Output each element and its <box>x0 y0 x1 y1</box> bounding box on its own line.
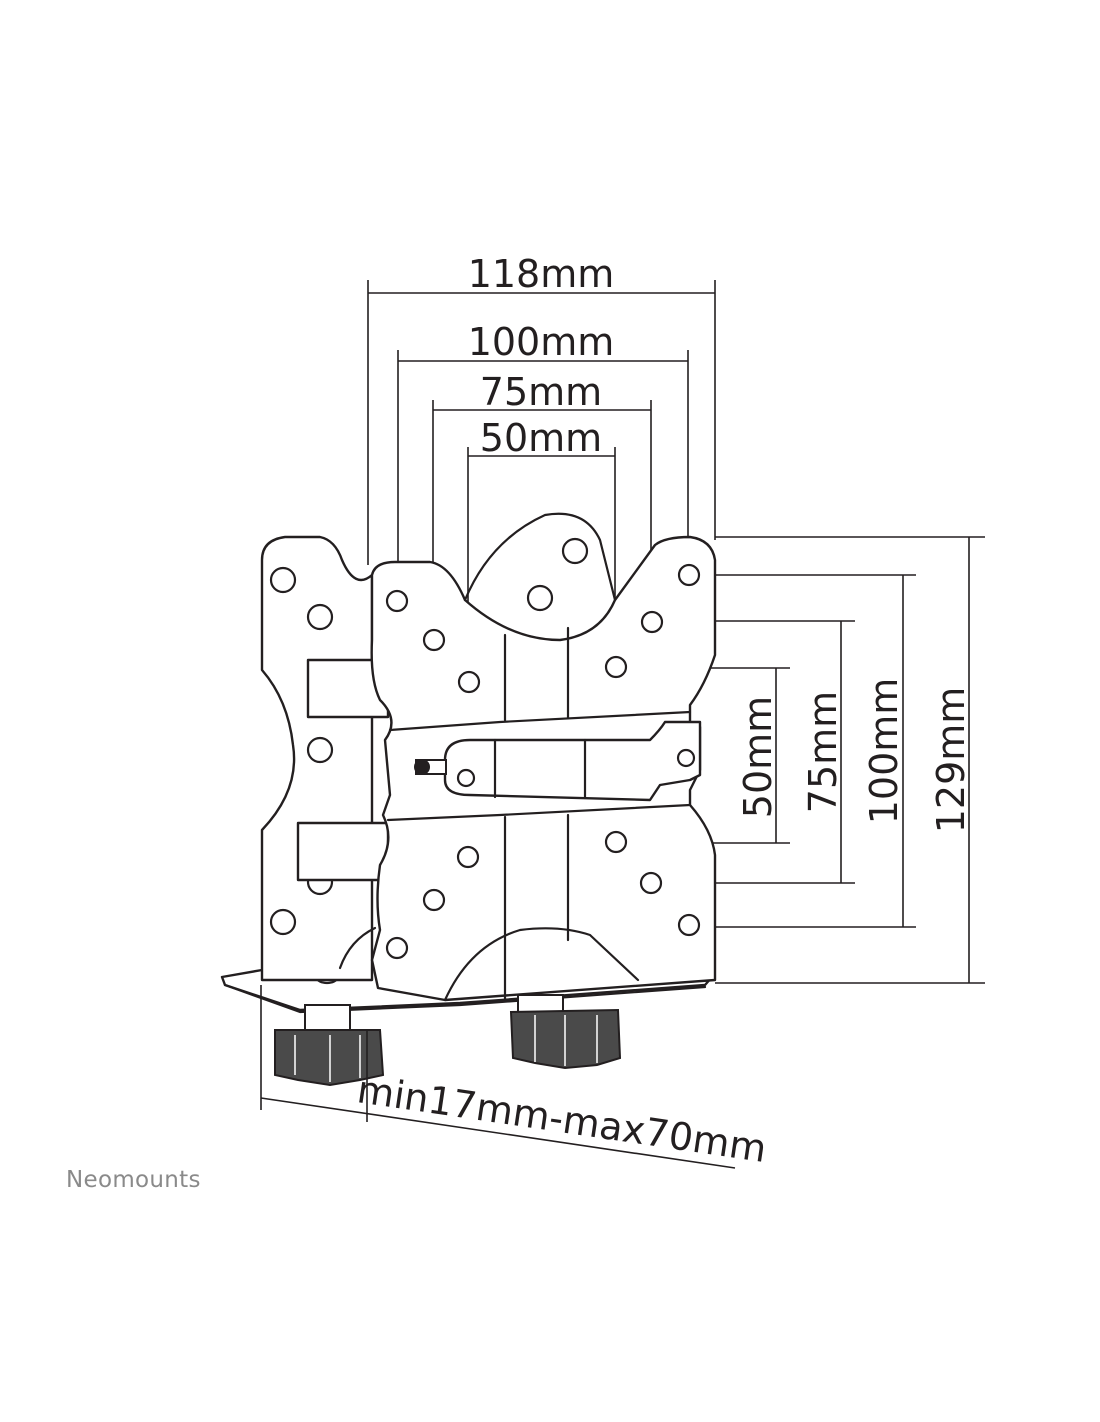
dim-75mm-vertical-label: 75mm <box>801 691 845 813</box>
dim-50mm-label: 50mm <box>480 416 602 460</box>
rear-vesa-plate <box>260 535 374 982</box>
brand-logo: Neomounts <box>66 1167 201 1193</box>
dim-129mm-vertical-label: 129mm <box>929 687 973 834</box>
clamp-range-label: min17mm-max70mm <box>354 1067 769 1171</box>
dim-100mm-label: 100mm <box>468 320 615 364</box>
clamp-strap <box>414 720 702 802</box>
dim-118mm-label: 118mm <box>468 252 615 296</box>
dim-75mm-label: 75mm <box>480 370 602 414</box>
horizontal-dimensions: 118mm 100mm 75mm 50mm <box>367 252 716 672</box>
clamp-knobs <box>274 994 622 1087</box>
dim-50mm-vertical-label: 50mm <box>736 696 780 818</box>
dim-100mm-vertical-label: 100mm <box>862 678 906 825</box>
